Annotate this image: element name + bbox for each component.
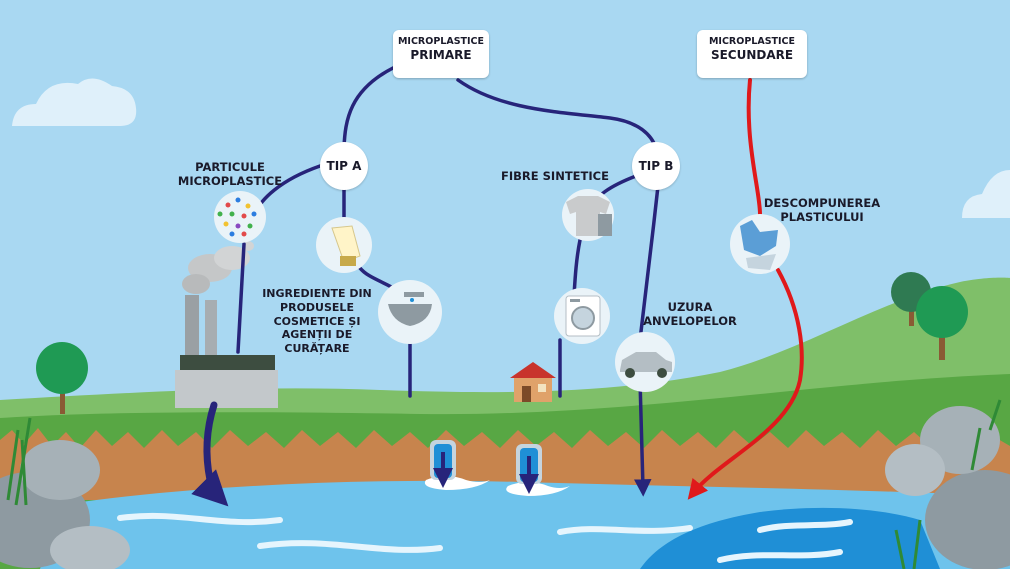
confetti-particles-icon [214,191,266,243]
rock-icon [0,440,130,569]
drain-flow-arrows [433,452,539,494]
tip-b-node: TIP B [632,142,680,190]
primary-box-line1: MICROPLASTICE [397,36,485,47]
washing-machine-icon [554,288,610,344]
rock-icon [885,406,1010,569]
plastic-bag-icon [730,214,790,274]
cosmetic-tube-icon [316,217,372,273]
tip-a-node: TIP A [320,142,368,190]
tree-icon [36,342,88,414]
primary-box-line2: PRIMARE [410,48,472,62]
cloud-icon [12,78,137,126]
cloud-icon [962,170,1010,218]
secondary-box-line2: SECUNDARE [710,48,794,62]
label-fibers: FIBRE SINTETICE [501,169,609,183]
water-ripples [117,512,853,563]
secondary-box-line1: MICROPLASTICE [708,36,796,47]
primary-microplastics-box: MICROPLASTICE PRIMARE [393,30,489,78]
secondary-flow-path [687,78,804,500]
tree-icon [916,286,968,360]
sweater-icon [562,189,614,241]
soil [0,428,1010,500]
car-icon [615,332,675,392]
secondary-microplastics-box: MICROPLASTICE SECUNDARE [697,30,807,78]
river-dark-current [640,507,940,569]
house-icon [510,362,556,402]
sink-icon [378,280,442,344]
reeds [6,399,1002,569]
